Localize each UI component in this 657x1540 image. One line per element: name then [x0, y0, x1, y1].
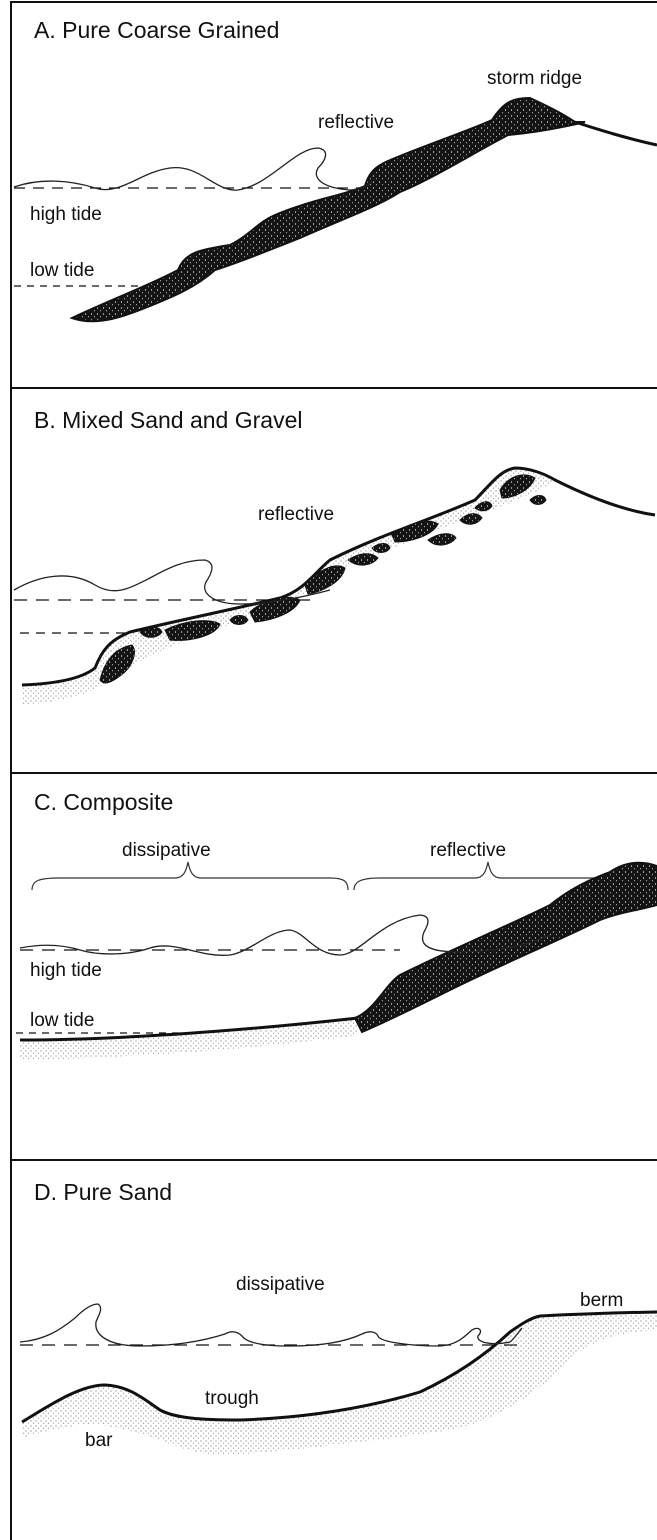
panel-c-title: C. Composite	[34, 789, 173, 815]
panel-c: C. Composite dissipative reflective high…	[16, 789, 657, 1060]
panel-d-title: D. Pure Sand	[34, 1179, 172, 1205]
panel-c-gravel-ridge	[355, 863, 657, 1032]
panel-d-dissipative-label: dissipative	[236, 1274, 325, 1295]
panel-a-high-tide-label: high tide	[30, 204, 102, 225]
panel-d: D. Pure Sand dissipative berm trough bar	[20, 1179, 657, 1455]
panel-a: A. Pure Coarse Grained storm ridge refle…	[14, 17, 657, 321]
panel-c-high-tide-label: high tide	[30, 960, 102, 981]
panel-d-sand-body	[22, 1312, 657, 1455]
panel-c-dissipative-brace	[32, 862, 348, 890]
panel-a-storm-ridge-label: storm ridge	[487, 68, 582, 89]
panel-c-low-tide-label: low tide	[30, 1010, 94, 1031]
panel-d-trough-label: trough	[205, 1388, 259, 1409]
panel-b-reflective-label: reflective	[258, 504, 334, 525]
panel-a-low-tide-label: low tide	[30, 260, 94, 281]
panel-c-reflective-brace	[354, 862, 614, 890]
panel-c-reflective-label: reflective	[430, 840, 506, 861]
panel-a-title: A. Pure Coarse Grained	[34, 17, 279, 43]
panel-d-waves	[20, 1304, 522, 1346]
panel-b-title: B. Mixed Sand and Gravel	[34, 407, 302, 433]
panel-a-wave	[14, 148, 372, 190]
panel-d-berm-label: berm	[580, 1290, 623, 1311]
panel-b: B. Mixed Sand and Gravel reflective	[14, 407, 655, 705]
panel-a-reflective-label: reflective	[318, 112, 394, 133]
figure-frame	[11, 2, 657, 1540]
panel-a-backshore	[575, 122, 657, 145]
panel-c-dissipative-label: dissipative	[122, 840, 211, 861]
panel-d-bar-label: bar	[85, 1430, 113, 1451]
